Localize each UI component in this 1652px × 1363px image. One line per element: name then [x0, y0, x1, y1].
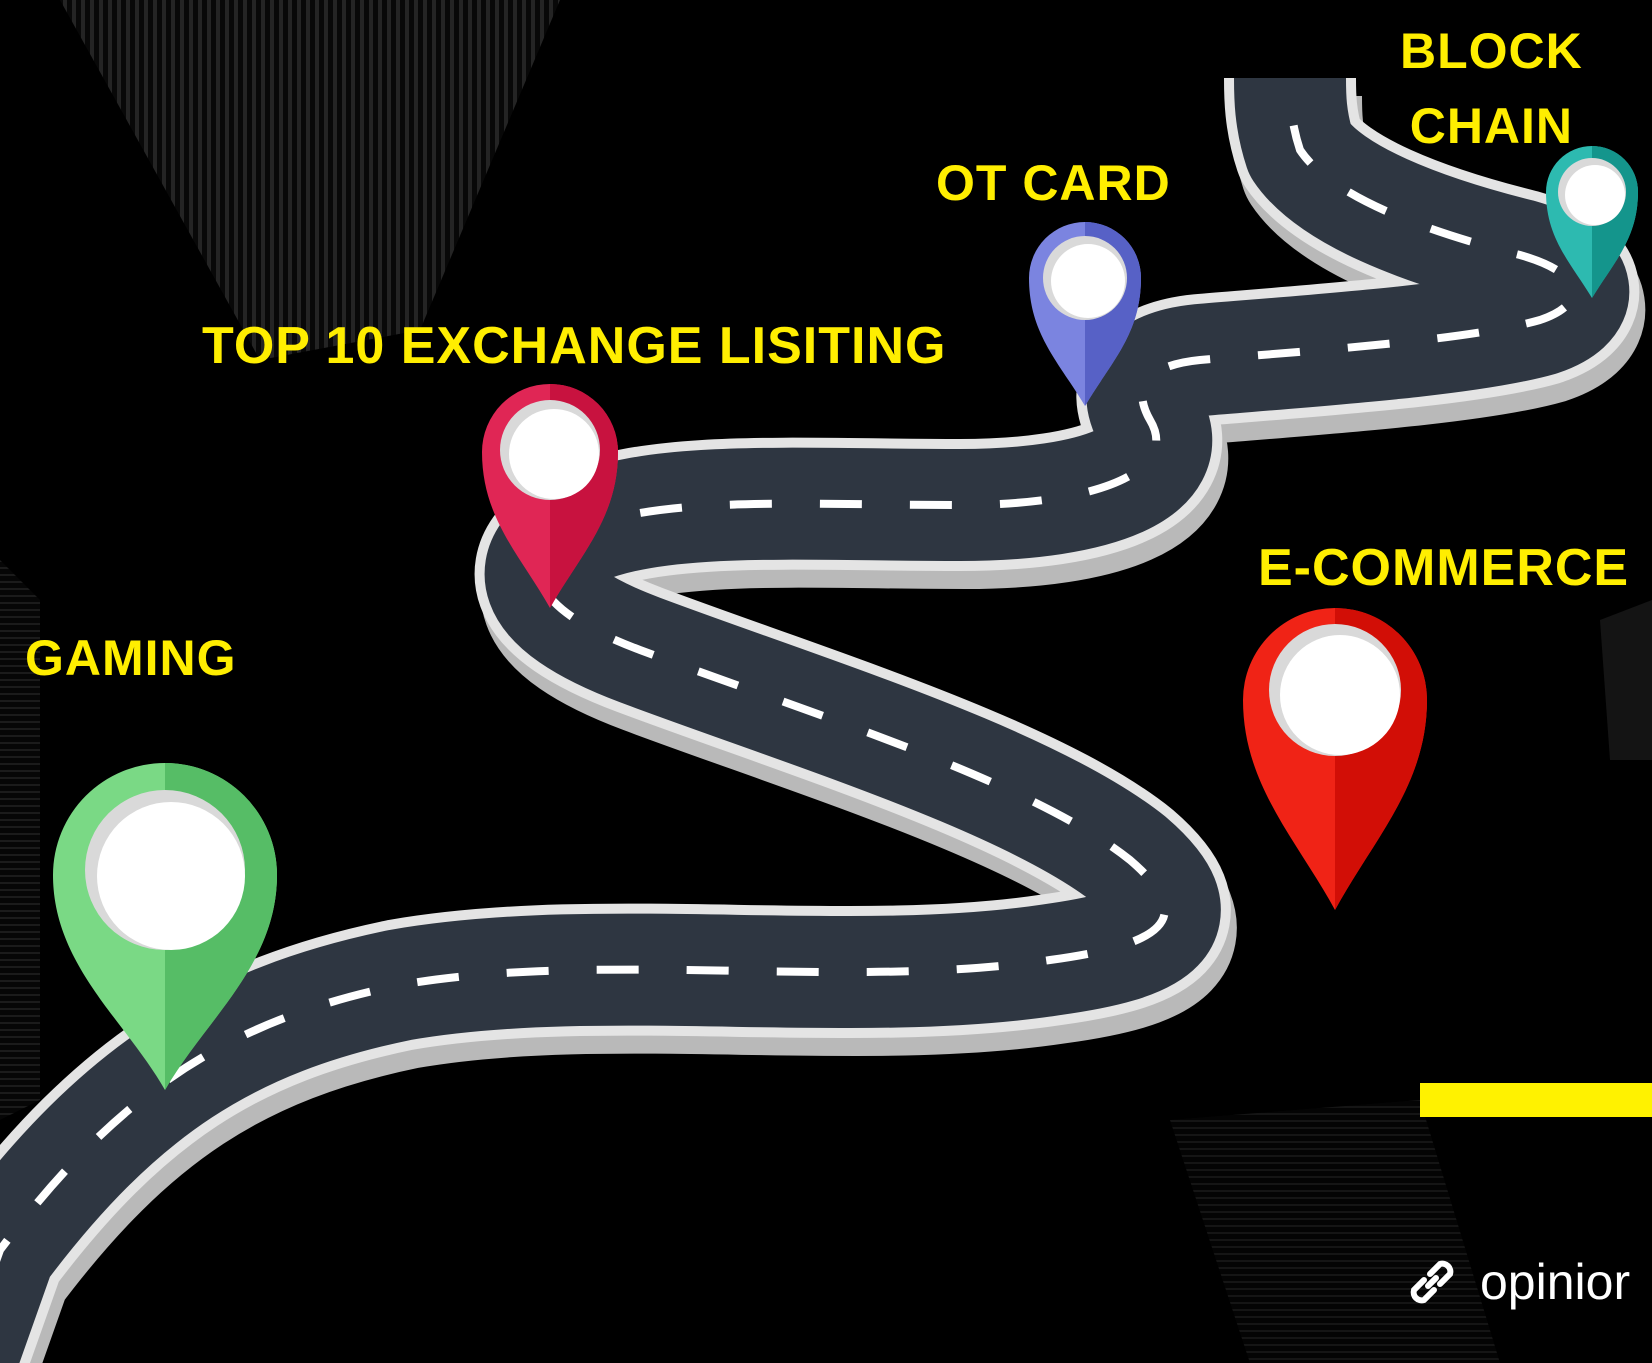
pin-blockchain: [1546, 146, 1638, 298]
label-gaming: GAMING: [25, 630, 237, 686]
label-ot-card: OT CARD: [936, 155, 1171, 211]
building-silhouette-bottom: [1170, 1100, 1500, 1363]
building-silhouette-top: [60, 0, 560, 360]
label-blockchain-line2: CHAIN: [1409, 98, 1574, 154]
pin-gaming: [53, 763, 277, 1090]
pin-ot-card: [1029, 222, 1141, 406]
label-blockchain: BLOCK CHAIN: [1400, 14, 1583, 164]
label-blockchain-line1: BLOCK: [1400, 23, 1583, 79]
accent-bar: [1420, 1083, 1652, 1117]
brand-watermark: opinior: [1400, 1250, 1630, 1314]
label-ecommerce: E-COMMERCE: [1258, 539, 1630, 597]
label-exchange-listing: TOP 10 EXCHANGE LISITING: [202, 317, 947, 375]
pin-exchange: [482, 384, 618, 608]
pin-ecommerce: [1243, 608, 1427, 910]
brand-name: opinior: [1480, 1254, 1631, 1310]
link-icon: [1410, 1260, 1454, 1304]
building-silhouette-left: [0, 560, 40, 1120]
building-silhouette-right: [1600, 600, 1652, 760]
